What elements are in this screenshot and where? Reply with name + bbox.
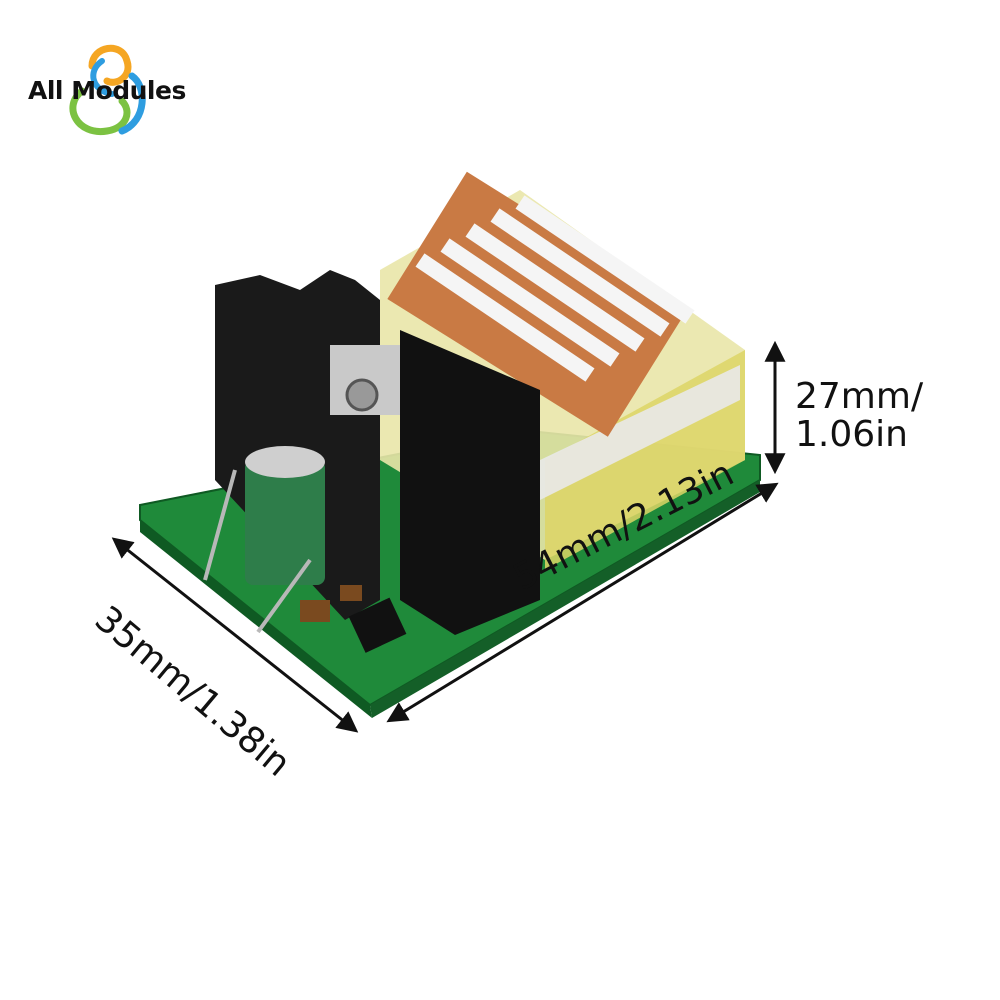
screw-icon: [345, 378, 379, 412]
dimension-depth-arrow: [111, 537, 359, 733]
logo-swirl-icon: [69, 44, 146, 135]
brand-logo: All Modules: [22, 36, 202, 146]
copper-coil: [387, 171, 695, 437]
height-dimension-label: 27mm/ 1.06in: [795, 378, 923, 454]
height-in: 1.06in: [795, 413, 908, 455]
dimension-width-arrow: [386, 482, 779, 723]
height-mm: 27mm/: [795, 376, 924, 417]
logo-text: All Modules: [28, 76, 186, 105]
